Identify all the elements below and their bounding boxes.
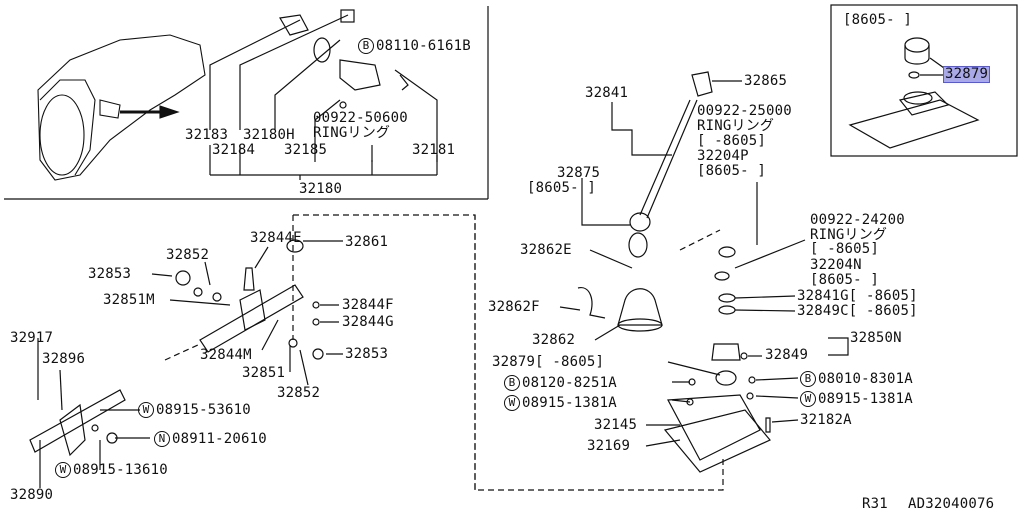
part-32896[interactable]: 32896: [42, 351, 86, 367]
part-32852-lower[interactable]: 32852: [277, 385, 321, 401]
footer-code: AD32040076: [908, 496, 995, 510]
part-32180H[interactable]: 32180H: [243, 127, 295, 143]
part-32204P-date: [8605- ]: [697, 163, 767, 179]
washer-number: 08915-13610: [73, 462, 168, 478]
inset-part-32879-highlighted[interactable]: 32879: [943, 66, 991, 83]
bolt-symbol-icon: B: [800, 371, 816, 387]
shift-lever-illustration: [577, 71, 771, 473]
part-32875-date: [8605- ]: [527, 180, 597, 196]
part-32851M[interactable]: 32851M: [103, 292, 155, 308]
ring1-label: RINGリング: [697, 118, 775, 134]
part-32862E[interactable]: 32862E: [520, 242, 572, 258]
ring1-date: [ -8605]: [697, 133, 767, 149]
bolt-number: 08120-8251A: [522, 375, 617, 391]
part-32169[interactable]: 32169: [587, 438, 631, 454]
part-ring-00922-24200[interactable]: 00922-24200: [810, 212, 905, 228]
shift-rod-leaders: [37, 240, 343, 488]
nut-number: 08911-20610: [172, 431, 267, 447]
inset-illustration: [848, 37, 980, 149]
part-32861[interactable]: 32861: [345, 234, 389, 250]
ring2-label: RINGリング: [810, 227, 888, 243]
part-32841G[interactable]: 32841G[ -8605]: [797, 288, 918, 304]
part-ring-00922-25000[interactable]: 00922-25000: [697, 103, 792, 119]
part-32844G[interactable]: 32844G: [342, 314, 394, 330]
washer-symbol-icon: W: [800, 391, 816, 407]
part-32849C[interactable]: 32849C[ -8605]: [797, 303, 918, 319]
part-32145[interactable]: 32145: [594, 417, 638, 433]
part-32865[interactable]: 32865: [744, 73, 788, 89]
part-32184[interactable]: 32184: [212, 142, 256, 158]
washer-number: 08915-53610: [156, 402, 251, 418]
ring-label: RINGリング: [313, 125, 391, 141]
part-32180[interactable]: 32180: [299, 181, 343, 197]
top-left-parts: [279, 9, 409, 109]
inset-frame: [830, 4, 1018, 157]
ring2-date: [ -8605]: [810, 241, 880, 257]
shift-rod-illustration: [29, 239, 324, 457]
bolt-symbol-icon: B: [358, 38, 374, 54]
part-32862[interactable]: 32862: [532, 332, 576, 348]
part-32844E[interactable]: 32844E: [250, 230, 302, 246]
bolt-symbol-icon: B: [504, 375, 520, 391]
part-32890[interactable]: 32890: [10, 487, 54, 503]
part-32183[interactable]: 32183: [185, 127, 229, 143]
washer-symbol-icon: W: [138, 402, 154, 418]
part-32844F[interactable]: 32844F: [342, 297, 394, 313]
part-32181[interactable]: 32181: [412, 142, 456, 158]
washer-number: 08915-1381A: [522, 395, 617, 411]
part-ring-00922-50600[interactable]: 00922-50600: [313, 110, 408, 126]
part-32204N[interactable]: 32204N: [810, 257, 862, 273]
transmission-housing-illustration: [37, 34, 206, 181]
washer-symbol-icon: W: [504, 395, 520, 411]
part-32185[interactable]: 32185: [284, 142, 328, 158]
part-32862F[interactable]: 32862F: [488, 299, 540, 315]
washer-symbol-icon: W: [55, 462, 71, 478]
top-left-leaders: [209, 14, 438, 180]
bolt-number: 08010-8301A: [818, 371, 913, 387]
footer-ref: R31: [862, 496, 888, 510]
part-32879-ranged[interactable]: 32879[ -8605]: [492, 354, 605, 370]
part-32853-right[interactable]: 32853: [345, 346, 389, 362]
shift-lever-leaders: [559, 80, 849, 447]
part-32851[interactable]: 32851: [242, 365, 286, 381]
part-32204N-date: [8605- ]: [810, 272, 880, 288]
inset-date-range: [8605- ]: [843, 12, 913, 28]
part-32841[interactable]: 32841: [585, 85, 629, 101]
part-32853-left[interactable]: 32853: [88, 266, 132, 282]
part-32849[interactable]: 32849: [765, 347, 809, 363]
nut-symbol-icon: N: [154, 431, 170, 447]
part-32204P[interactable]: 32204P: [697, 148, 749, 164]
part-32875[interactable]: 32875: [557, 165, 601, 181]
bolt-number: 08110-6161B: [376, 38, 471, 54]
part-32852-upper[interactable]: 32852: [166, 247, 210, 263]
assembly-boundary: [292, 214, 724, 491]
part-32917[interactable]: 32917: [10, 330, 54, 346]
washer-number: 08915-1381A: [818, 391, 913, 407]
part-32844M[interactable]: 32844M: [200, 347, 252, 363]
part-32182A[interactable]: 32182A: [800, 412, 852, 428]
part-32850N[interactable]: 32850N: [850, 330, 902, 346]
